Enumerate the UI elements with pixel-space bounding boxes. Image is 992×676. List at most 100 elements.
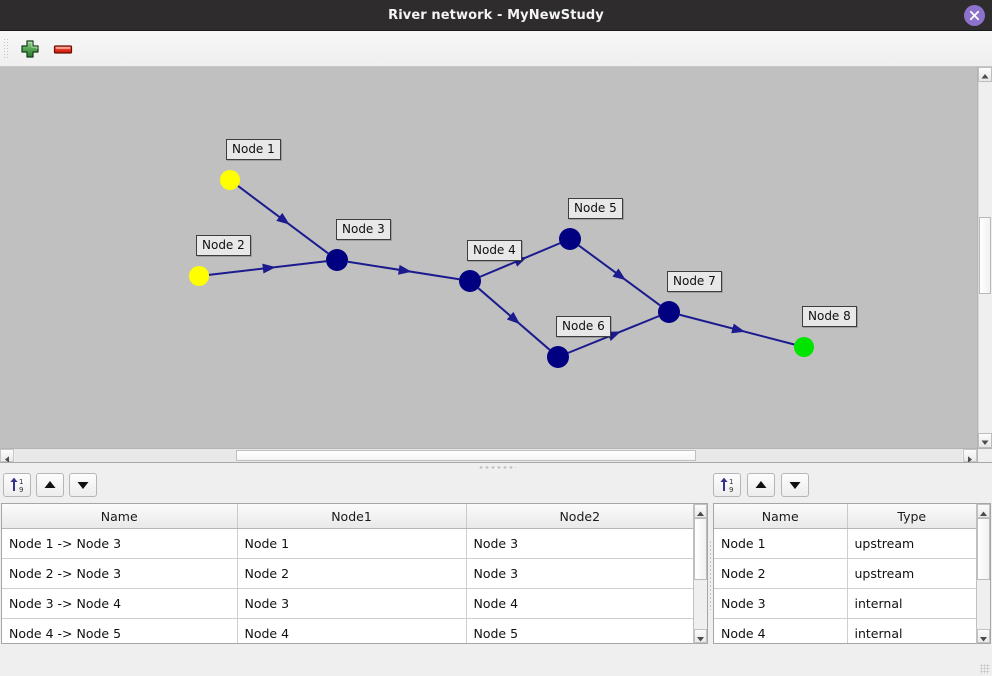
table-cell[interactable]: upstream — [847, 528, 976, 559]
vscroll-down-arrow[interactable] — [978, 433, 992, 448]
close-icon — [969, 10, 980, 21]
reaches-move-down-button[interactable] — [69, 473, 97, 497]
table-cell[interactable]: Node 3 — [466, 558, 693, 589]
table-cell[interactable]: upstream — [847, 558, 976, 589]
nodes-sort-button[interactable]: 1 9 — [713, 473, 741, 497]
table-cell[interactable]: internal — [847, 588, 976, 619]
node-label-node5[interactable]: Node 5 — [568, 198, 623, 219]
nodes-scroll-thumb[interactable] — [977, 518, 990, 580]
nodes-move-up-button[interactable] — [747, 473, 775, 497]
toolbar-grip[interactable] — [3, 38, 8, 60]
edge-arrowhead — [398, 264, 412, 275]
reaches-scroll-thumb[interactable] — [694, 518, 707, 580]
canvas-horizontal-scrollbar[interactable] — [0, 448, 977, 463]
table-cell[interactable]: Node 2 -> Node 3 — [2, 558, 238, 589]
table-cell[interactable]: Node 2 — [714, 558, 848, 589]
graph-node-node8[interactable] — [794, 337, 814, 357]
svg-text:9: 9 — [729, 486, 733, 494]
horizontal-splitter[interactable] — [0, 462, 992, 471]
node-label-node3[interactable]: Node 3 — [336, 219, 391, 240]
table-cell[interactable]: Node 1 — [714, 528, 848, 559]
chevron-down-icon — [980, 637, 987, 642]
table-cell[interactable]: Node 4 — [237, 618, 467, 643]
graph-node-node3[interactable] — [326, 249, 348, 271]
svg-text:1: 1 — [19, 478, 23, 486]
chevron-up-icon — [697, 511, 704, 516]
hscroll-right-arrow[interactable] — [963, 449, 977, 463]
hscroll-thumb[interactable] — [236, 450, 696, 461]
graph-node-node6[interactable] — [547, 346, 569, 368]
table-cell[interactable]: Node 4 — [466, 588, 693, 619]
table-cell[interactable]: Node 3 — [714, 588, 848, 619]
column-header-node2[interactable]: Node2 — [466, 504, 693, 529]
table-cell[interactable]: Node 1 -> Node 3 — [2, 528, 238, 559]
edge-arrowhead — [262, 263, 276, 274]
table-cell[interactable]: Node 3 — [237, 588, 467, 619]
column-header-name[interactable]: Name — [2, 504, 238, 529]
edge-arrowhead — [612, 268, 626, 281]
graph-node-node2[interactable] — [189, 266, 209, 286]
node-label-node2[interactable]: Node 2 — [196, 235, 251, 256]
table-cell[interactable]: Node 2 — [237, 558, 467, 589]
nodes-table-scrollbar[interactable] — [976, 503, 991, 644]
scrollbar-corner — [977, 448, 992, 462]
vertical-splitter[interactable] — [709, 540, 712, 610]
resize-grip[interactable] — [980, 664, 990, 674]
graph-node-node5[interactable] — [559, 228, 581, 250]
vscroll-thumb[interactable] — [979, 217, 991, 294]
table-cell[interactable]: internal — [847, 618, 976, 643]
graph-node-node1[interactable] — [220, 170, 240, 190]
node-label-node8[interactable]: Node 8 — [802, 306, 857, 327]
reaches-scroll-down-arrow[interactable] — [694, 629, 707, 643]
graph-node-node4[interactable] — [459, 270, 481, 292]
nodes-move-down-button[interactable] — [781, 473, 809, 497]
nodes-scroll-up-arrow[interactable] — [977, 504, 990, 518]
triangle-down-icon — [77, 482, 89, 489]
close-window-button[interactable] — [964, 5, 985, 26]
column-header-type[interactable]: Type — [847, 504, 976, 529]
table-cell[interactable]: Node 3 -> Node 4 — [2, 588, 238, 619]
node-label-node7[interactable]: Node 7 — [667, 271, 722, 292]
column-header-name[interactable]: Name — [714, 504, 848, 529]
hscroll-left-arrow[interactable] — [0, 449, 14, 463]
splitter-handle[interactable] — [478, 466, 516, 469]
river-network-canvas[interactable]: Node 1 Node 2 Node 3 Node 4 Node 5 Node 6 Node… — [0, 67, 978, 448]
delete-node-button[interactable] — [50, 36, 76, 62]
node-label-node6[interactable]: Node 6 — [556, 316, 611, 337]
plus-icon — [21, 40, 39, 58]
table-cell[interactable]: Node 4 — [714, 618, 848, 643]
minus-icon — [53, 45, 73, 54]
reaches-move-up-button[interactable] — [36, 473, 64, 497]
table-cell[interactable]: Node 1 — [237, 528, 467, 559]
reaches-table-scrollbar[interactable] — [693, 503, 708, 644]
graph-node-node7[interactable] — [658, 301, 680, 323]
table-cell[interactable]: Node 3 — [466, 528, 693, 559]
reaches-scroll-up-arrow[interactable] — [694, 504, 707, 518]
table-cell[interactable]: Node 5 — [466, 618, 693, 643]
nodes-scroll-down-arrow[interactable] — [977, 629, 990, 643]
reaches-sort-button[interactable]: 1 9 — [3, 473, 31, 497]
canvas-vertical-scrollbar[interactable] — [977, 67, 992, 448]
chevron-up-icon — [981, 74, 989, 79]
add-node-button[interactable] — [17, 36, 43, 62]
node-label-node1[interactable]: Node 1 — [226, 139, 281, 160]
vscroll-up-arrow[interactable] — [978, 67, 992, 82]
column-header-node1[interactable]: Node1 — [237, 504, 467, 529]
table-cell[interactable]: Node 4 -> Node 5 — [2, 618, 238, 643]
triangle-up-icon — [44, 481, 56, 488]
node-label-node4[interactable]: Node 4 — [467, 240, 522, 261]
